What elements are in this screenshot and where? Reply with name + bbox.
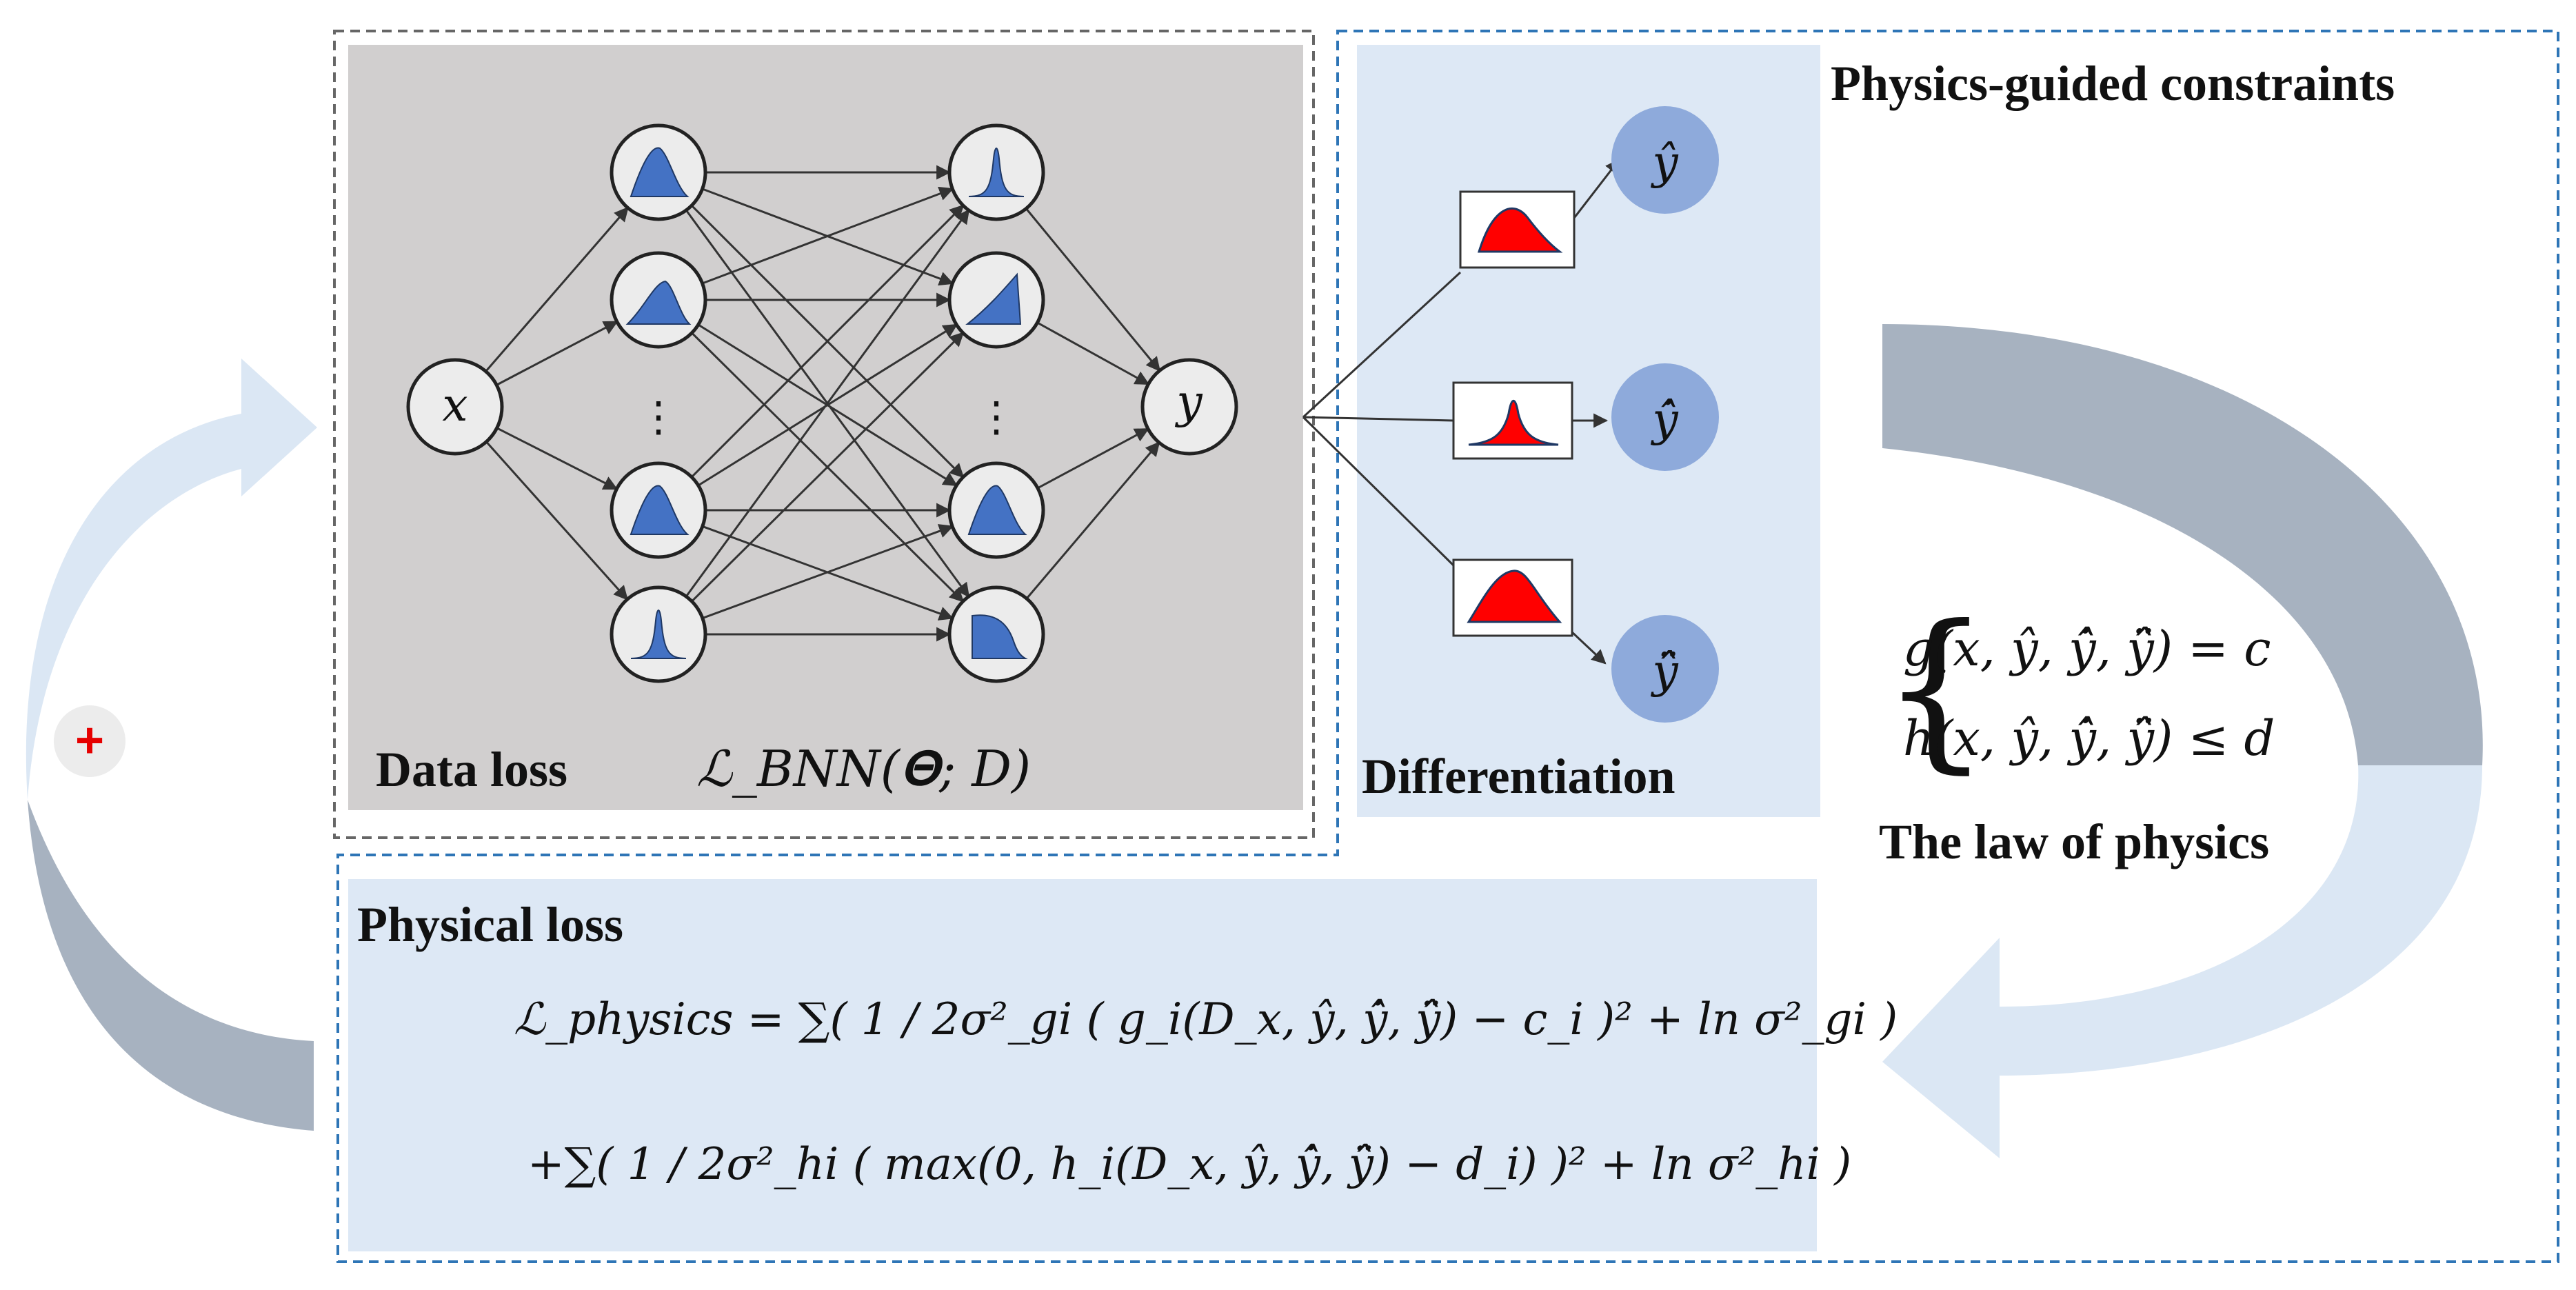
- return-arrow-left-gray: [28, 800, 314, 1131]
- bnn-loss-equation: ℒ_BNN(𝚯; D): [696, 740, 1031, 798]
- network-edge: [485, 206, 629, 372]
- posterior-distribution-glyph: [967, 485, 1027, 535]
- physical-loss-panel: [348, 879, 1817, 1251]
- physics-loss-equation-line2: +∑( 1 / 2σ²_hi ( max(0, h_i(D_x, ŷ, ŷ̇, …: [527, 1139, 1851, 1190]
- output-node-label: y: [1174, 375, 1203, 428]
- yddot-label: ŷ̈: [1650, 645, 1678, 698]
- physics-dashed-border: [336, 30, 2559, 1263]
- derived-output-yddot: ŷ̈: [1611, 615, 1719, 723]
- posterior-distribution-glyph: [630, 485, 690, 535]
- derived-output-yhat: ŷ: [1611, 106, 1719, 214]
- data-loss-dashed-border: [333, 30, 1315, 839]
- network-edge: [702, 524, 954, 619]
- input-node-label: x: [442, 379, 467, 432]
- network-edge: [496, 321, 618, 386]
- yhat-label: ŷ: [1650, 136, 1678, 189]
- data-loss-label: Data loss: [376, 742, 567, 797]
- network-edge: [702, 186, 954, 285]
- input-node: [406, 358, 504, 456]
- constraint-brace: {: [1881, 588, 1991, 789]
- constraint-inequality: h(x, ŷ, ŷ̇, ŷ̈) ≤ d: [1903, 710, 2275, 767]
- derived-output-ydot: ŷ̇: [1611, 363, 1719, 471]
- network-edge: [1037, 427, 1149, 490]
- ydot-label: ŷ̇: [1650, 393, 1678, 446]
- output-node: [1140, 358, 1238, 456]
- physical-loss-label: Physical loss: [357, 897, 623, 952]
- law-of-physics-label: The law of physics: [1879, 814, 2269, 869]
- physics-loss-equation-line1: ℒ_physics = ∑( 1 / 2σ²_gi ( g_i(D_x, ŷ, …: [514, 994, 1898, 1045]
- return-arrow-left-light: [26, 359, 317, 800]
- network-edge: [691, 332, 965, 603]
- network-nodes: [406, 123, 1238, 683]
- differentiation-panel: [1357, 45, 1820, 817]
- physics-guided-constraints-label: Physics-guided constraints: [1831, 56, 2395, 111]
- network-edge: [485, 441, 629, 601]
- posterior-distribution-glyph: [968, 148, 1025, 197]
- network-edge: [1025, 441, 1160, 600]
- plus-symbol: +: [75, 713, 104, 768]
- posterior-distribution-glyph: [625, 280, 692, 325]
- network-edge: [691, 204, 965, 478]
- posterior-distribution-glyph: [965, 272, 1022, 325]
- posterior-distribution-glyph: [972, 614, 1028, 659]
- differentiation-label: Differentiation: [1362, 749, 1676, 804]
- network-edge: [1036, 321, 1150, 385]
- derivative-box-3: [1452, 558, 1573, 637]
- posterior-distribution-glyph: [630, 147, 690, 197]
- hidden-layer2-ellipsis: ⋮: [976, 393, 1017, 441]
- network-edge: [1025, 208, 1161, 372]
- network-edge: [496, 427, 618, 490]
- hidden-layer1-ellipsis: ⋮: [638, 393, 679, 441]
- constraint-equality: g(x, ŷ, ŷ̇, ŷ̈) = c: [1903, 621, 2271, 677]
- derivative-box-1: [1459, 190, 1576, 269]
- plus-badge: +: [54, 705, 125, 777]
- feedback-arrow-right-gray: [1882, 324, 2483, 765]
- derivative-box-2: [1452, 381, 1573, 460]
- posterior-distribution-glyph: [630, 609, 687, 659]
- feedback-arrow-right-light: [1882, 765, 2482, 1158]
- network-edge: [685, 209, 970, 597]
- network-edges: [485, 165, 1161, 642]
